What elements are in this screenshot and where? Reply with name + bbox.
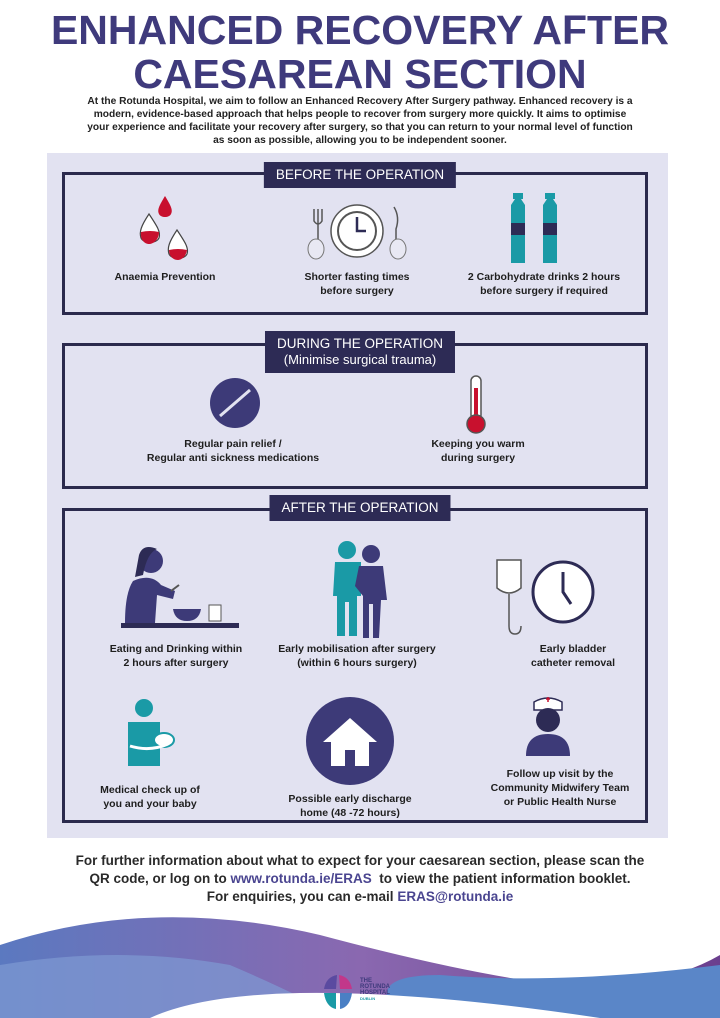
footer-line-1: For further information about what to ex… <box>75 853 645 868</box>
intro-text: At the Rotunda Hospital, we aim to follo… <box>87 96 633 146</box>
after-item-eating: Eating and Drinking within 2 hours after … <box>110 642 242 670</box>
footer-info: For further information about what to ex… <box>0 852 720 906</box>
footer-line-2: QR code, or log on to www.rotunda.ie/ERA… <box>0 870 720 888</box>
item-label: (within 6 hours surgery) <box>297 657 417 669</box>
logo-line: THE <box>360 978 372 984</box>
item-label: Possible early discharge <box>288 793 412 805</box>
house-icon <box>306 697 394 785</box>
pill-icon <box>210 378 260 428</box>
title-line-2: CAESAREAN SECTION <box>133 51 587 97</box>
item-label: Eating and Drinking within <box>109 643 243 655</box>
after-heading: AFTER THE OPERATION <box>269 495 451 521</box>
item-label: before surgery <box>320 285 394 297</box>
item-label: 2 Carbohydrate drinks 2 hours <box>467 271 621 283</box>
after-item-catheter: Early bladder catheter removal <box>531 642 615 670</box>
blood-drops-icon <box>139 196 189 260</box>
before-item-anaemia: Anaemia Prevention <box>115 270 216 284</box>
thermometer-icon <box>466 375 486 434</box>
item-label: Regular anti sickness medications <box>146 452 320 464</box>
during-heading: DURING THE OPERATION(Minimise surgical t… <box>264 331 456 373</box>
item-label: Keeping you warm <box>431 438 525 450</box>
website-link[interactable]: www.rotunda.ie/ERAS <box>230 871 372 886</box>
eating-person-icon <box>121 547 239 628</box>
item-label: Regular pain relief / <box>184 438 282 450</box>
before-item-carbohydrate: 2 Carbohydrate drinks 2 hours before surg… <box>468 270 620 298</box>
item-label: home (48 -72 hours) <box>300 807 400 819</box>
footer-text: to view the patient information booklet. <box>371 871 631 886</box>
during-title: DURING THE OPERATION <box>276 336 444 351</box>
item-label: 2 hours after surgery <box>123 657 229 669</box>
item-label: Shorter fasting times <box>304 271 410 283</box>
during-subtitle: (Minimise surgical trauma) <box>283 352 437 367</box>
catheter-clock-icon <box>496 559 595 635</box>
logo-line: ROTUNDA <box>360 984 390 990</box>
during-item-warm: Keeping you warm during surgery <box>431 437 524 465</box>
item-label: or Public Health Nurse <box>503 796 617 808</box>
email-link[interactable]: ERAS@rotunda.ie <box>397 889 514 904</box>
footer-line-3: For enquiries, you can e-mail ERAS@rotun… <box>0 888 720 906</box>
rotunda-logo-icon <box>324 975 352 1009</box>
footer-text: QR code, or log on to <box>89 871 231 886</box>
item-label: before surgery if required <box>480 285 608 297</box>
nurse-icon <box>526 697 570 756</box>
walking-support-icon <box>333 541 387 638</box>
item-label: Follow up visit by the <box>506 768 614 780</box>
after-item-discharge: Possible early discharge home (48 -72 hou… <box>288 792 411 820</box>
decorative-wave <box>0 917 720 1018</box>
item-label: catheter removal <box>530 657 616 669</box>
logo-line: HOSPITAL <box>360 990 390 996</box>
item-label: Community Midwifery Team <box>490 782 630 794</box>
during-item-pain-relief: Regular pain relief / Regular anti sickne… <box>147 437 319 465</box>
footer-text: For enquiries, you can e-mail <box>206 889 398 904</box>
item-label: you and your baby <box>103 798 197 810</box>
after-item-mobilisation: Early mobilisation after surgery (within … <box>278 642 436 670</box>
before-heading: BEFORE THE OPERATION <box>263 162 457 188</box>
logo-line: DUBLIN <box>360 996 376 1001</box>
item-label: Anaemia Prevention <box>114 271 216 283</box>
item-label: Medical check up of <box>100 784 200 796</box>
before-item-fasting: Shorter fasting times before surgery <box>304 270 409 298</box>
clock-cutlery-icon <box>307 204 407 260</box>
item-label: Early bladder <box>539 643 607 655</box>
title-line-1: ENHANCED RECOVERY AFTER <box>50 7 670 53</box>
mother-baby-icon <box>128 699 175 766</box>
bottles-icon <box>511 193 557 263</box>
item-label: during surgery <box>440 452 516 464</box>
item-label: Early mobilisation after surgery <box>278 643 436 655</box>
after-item-medical-check: Medical check up of you and your baby <box>100 783 200 811</box>
